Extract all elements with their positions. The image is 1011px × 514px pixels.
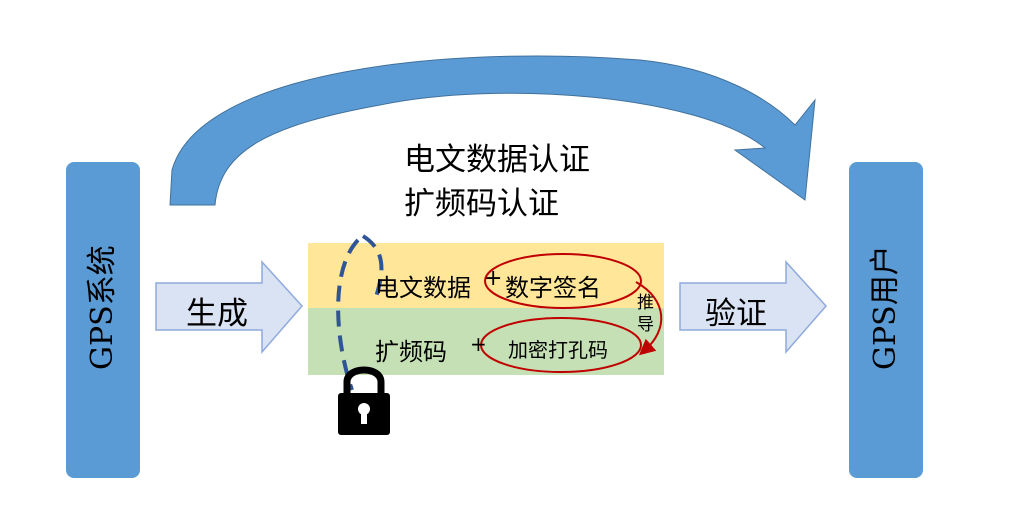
- verify-label: 验证: [705, 296, 767, 332]
- digital-signature-label: 数字签名: [505, 274, 601, 302]
- dashed-loop: [336, 234, 384, 391]
- gps-user-label: GPS用户: [868, 245, 903, 370]
- padlock-icon: [338, 366, 390, 435]
- verify-arrow: [679, 260, 828, 355]
- derive-char-1: 推: [637, 293, 654, 313]
- derive-char-2: 导: [637, 315, 654, 335]
- message-data-label: 电文数据: [375, 274, 471, 302]
- plus-sign-top: +: [484, 266, 503, 291]
- spreading-code-label: 扩频码: [375, 338, 447, 366]
- code-row-band: [308, 308, 664, 375]
- top-curved-arrow: [169, 55, 816, 206]
- generate-label: 生成: [186, 296, 248, 332]
- top-label-message-auth: 电文数据认证: [404, 142, 590, 178]
- gps-user-box: [849, 162, 923, 478]
- encrypted-code-label: 加密打孔码: [508, 338, 608, 362]
- derive-arrow: [635, 281, 663, 356]
- plus-sign-bottom: +: [470, 332, 487, 356]
- top-label-code-auth: 扩频码认证: [404, 186, 559, 222]
- generate-arrow: [155, 260, 304, 355]
- signature-ellipse: [484, 253, 642, 309]
- gps-system-label: GPS系统: [85, 245, 120, 370]
- gps-system-box: [66, 162, 140, 478]
